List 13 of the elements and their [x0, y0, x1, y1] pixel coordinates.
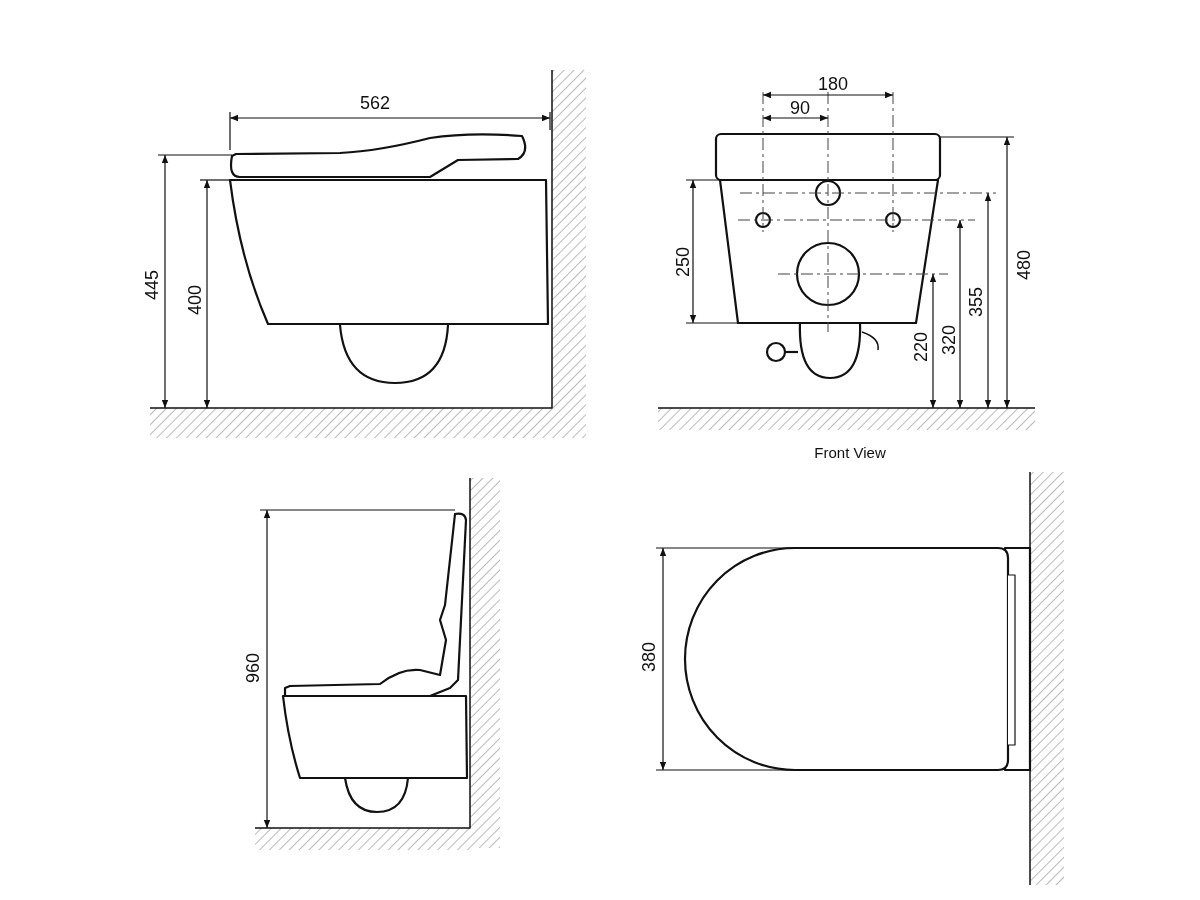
- view-caption: Front View: [814, 444, 886, 460]
- dimension-label: 250: [674, 247, 692, 277]
- dimension-label: 445: [143, 270, 161, 300]
- dimension-label: 220: [912, 332, 930, 362]
- dimension-label: 380: [640, 642, 658, 672]
- dimension-label: 562: [360, 94, 390, 112]
- dimension-label: 480: [1015, 250, 1033, 280]
- dimension-label: 90: [790, 99, 810, 117]
- dimension-label: 355: [967, 287, 985, 317]
- dimension-label: 960: [244, 653, 262, 683]
- dimension-label: 180: [818, 75, 848, 93]
- dimension-label: 400: [186, 285, 204, 315]
- dimension-label: 320: [940, 325, 958, 355]
